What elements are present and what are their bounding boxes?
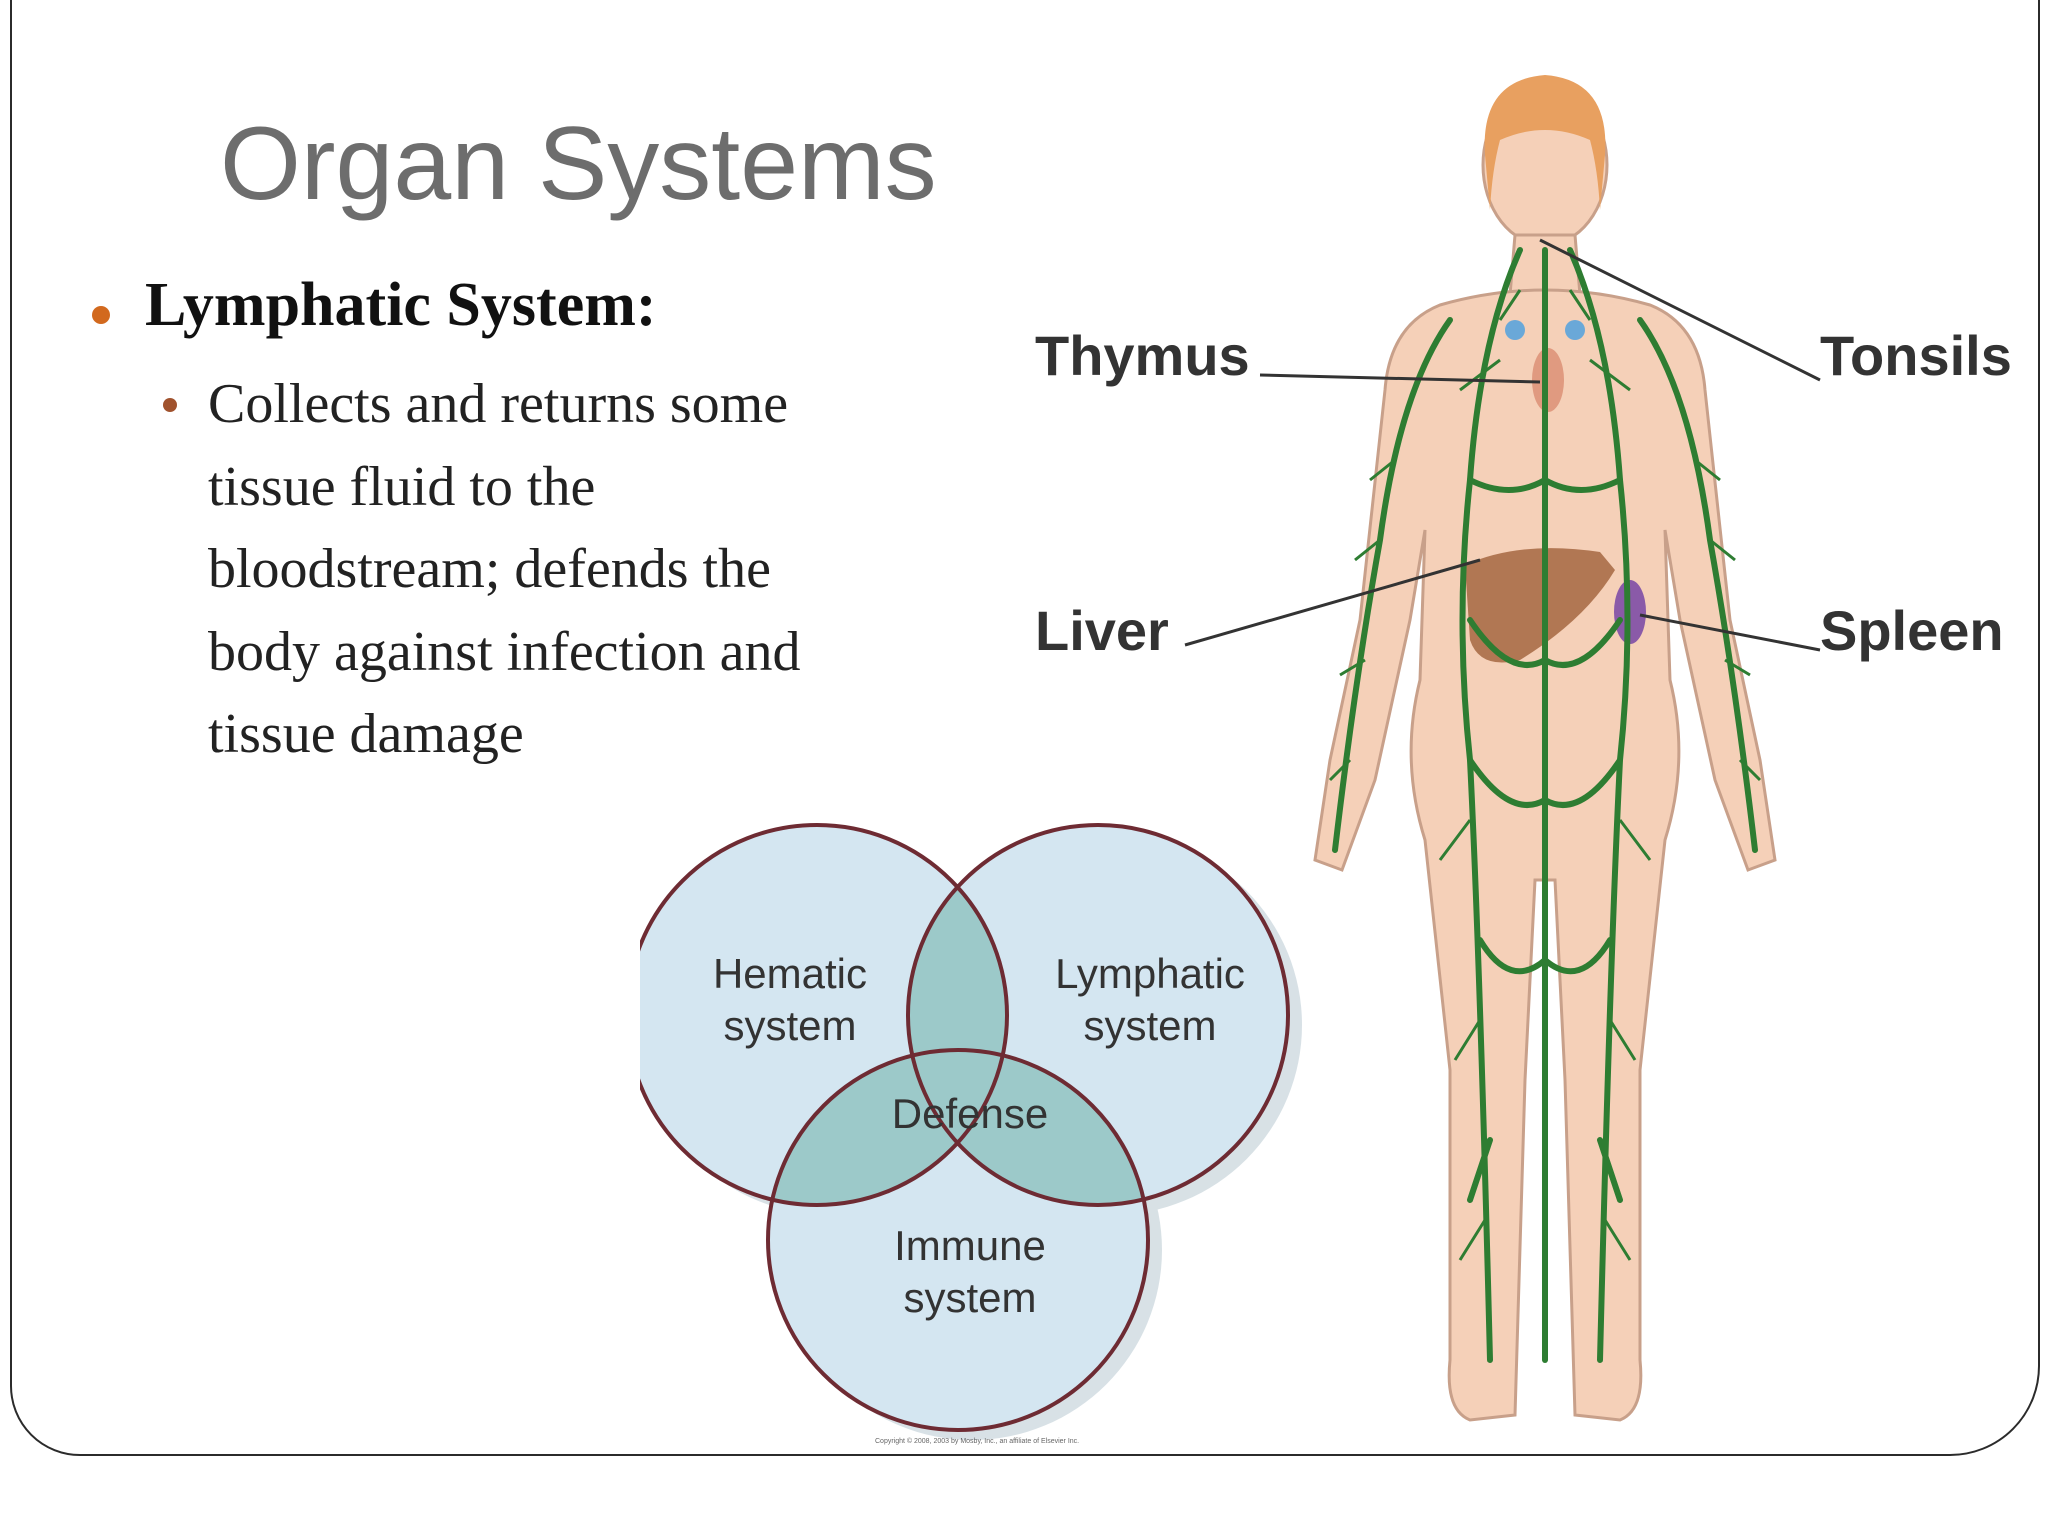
copyright-credit: Copyright © 2008, 2003 by Mosby, Inc., a…: [875, 1438, 1080, 1445]
description-line: Collects and returns some: [208, 373, 789, 435]
description-line: tissue damage: [208, 703, 524, 765]
immune-label-line1: Immune: [894, 1222, 1046, 1269]
immune-label-line2: system: [903, 1274, 1036, 1321]
description-line: bloodstream; defends the: [208, 538, 771, 600]
tonsils-label: Tonsils: [1820, 324, 2012, 387]
lymph-branches: [1328, 289, 1762, 1261]
description-line: body against infection and: [208, 621, 801, 683]
venn-outlines: [640, 823, 1290, 1432]
defense-label: Defense: [892, 1090, 1048, 1137]
liver-label: Liver: [1035, 599, 1169, 662]
spleen-label: Spleen: [1820, 599, 2004, 662]
bullet-dot-icon: [92, 306, 110, 324]
lymph-vessels: [1332, 247, 1758, 1363]
liver-organ: [1465, 548, 1615, 663]
slide-title: Organ Systems: [220, 106, 937, 222]
description-line: tissue fluid to the: [208, 456, 596, 518]
lymph-nodes: [1505, 320, 1585, 340]
thymus-label: Thymus: [1035, 324, 1250, 387]
hematic-label-line1: Hematic: [713, 950, 867, 997]
lymphatic-body-illustration: Thymus Tonsils Liver Spleen: [1035, 75, 2012, 1422]
venn-diagram: Hematic system Lymphatic system Defense …: [640, 823, 1302, 1440]
leader-lines: [1184, 238, 1821, 652]
bullet-heading: Lymphatic System:: [145, 271, 657, 339]
hair: [1484, 75, 1606, 210]
lymphatic-label-line1: Lymphatic: [1055, 950, 1245, 997]
sub-bullet-dot-icon: [163, 398, 177, 412]
lymphatic-label-line2: system: [1083, 1002, 1216, 1049]
hematic-label-line2: system: [723, 1002, 856, 1049]
